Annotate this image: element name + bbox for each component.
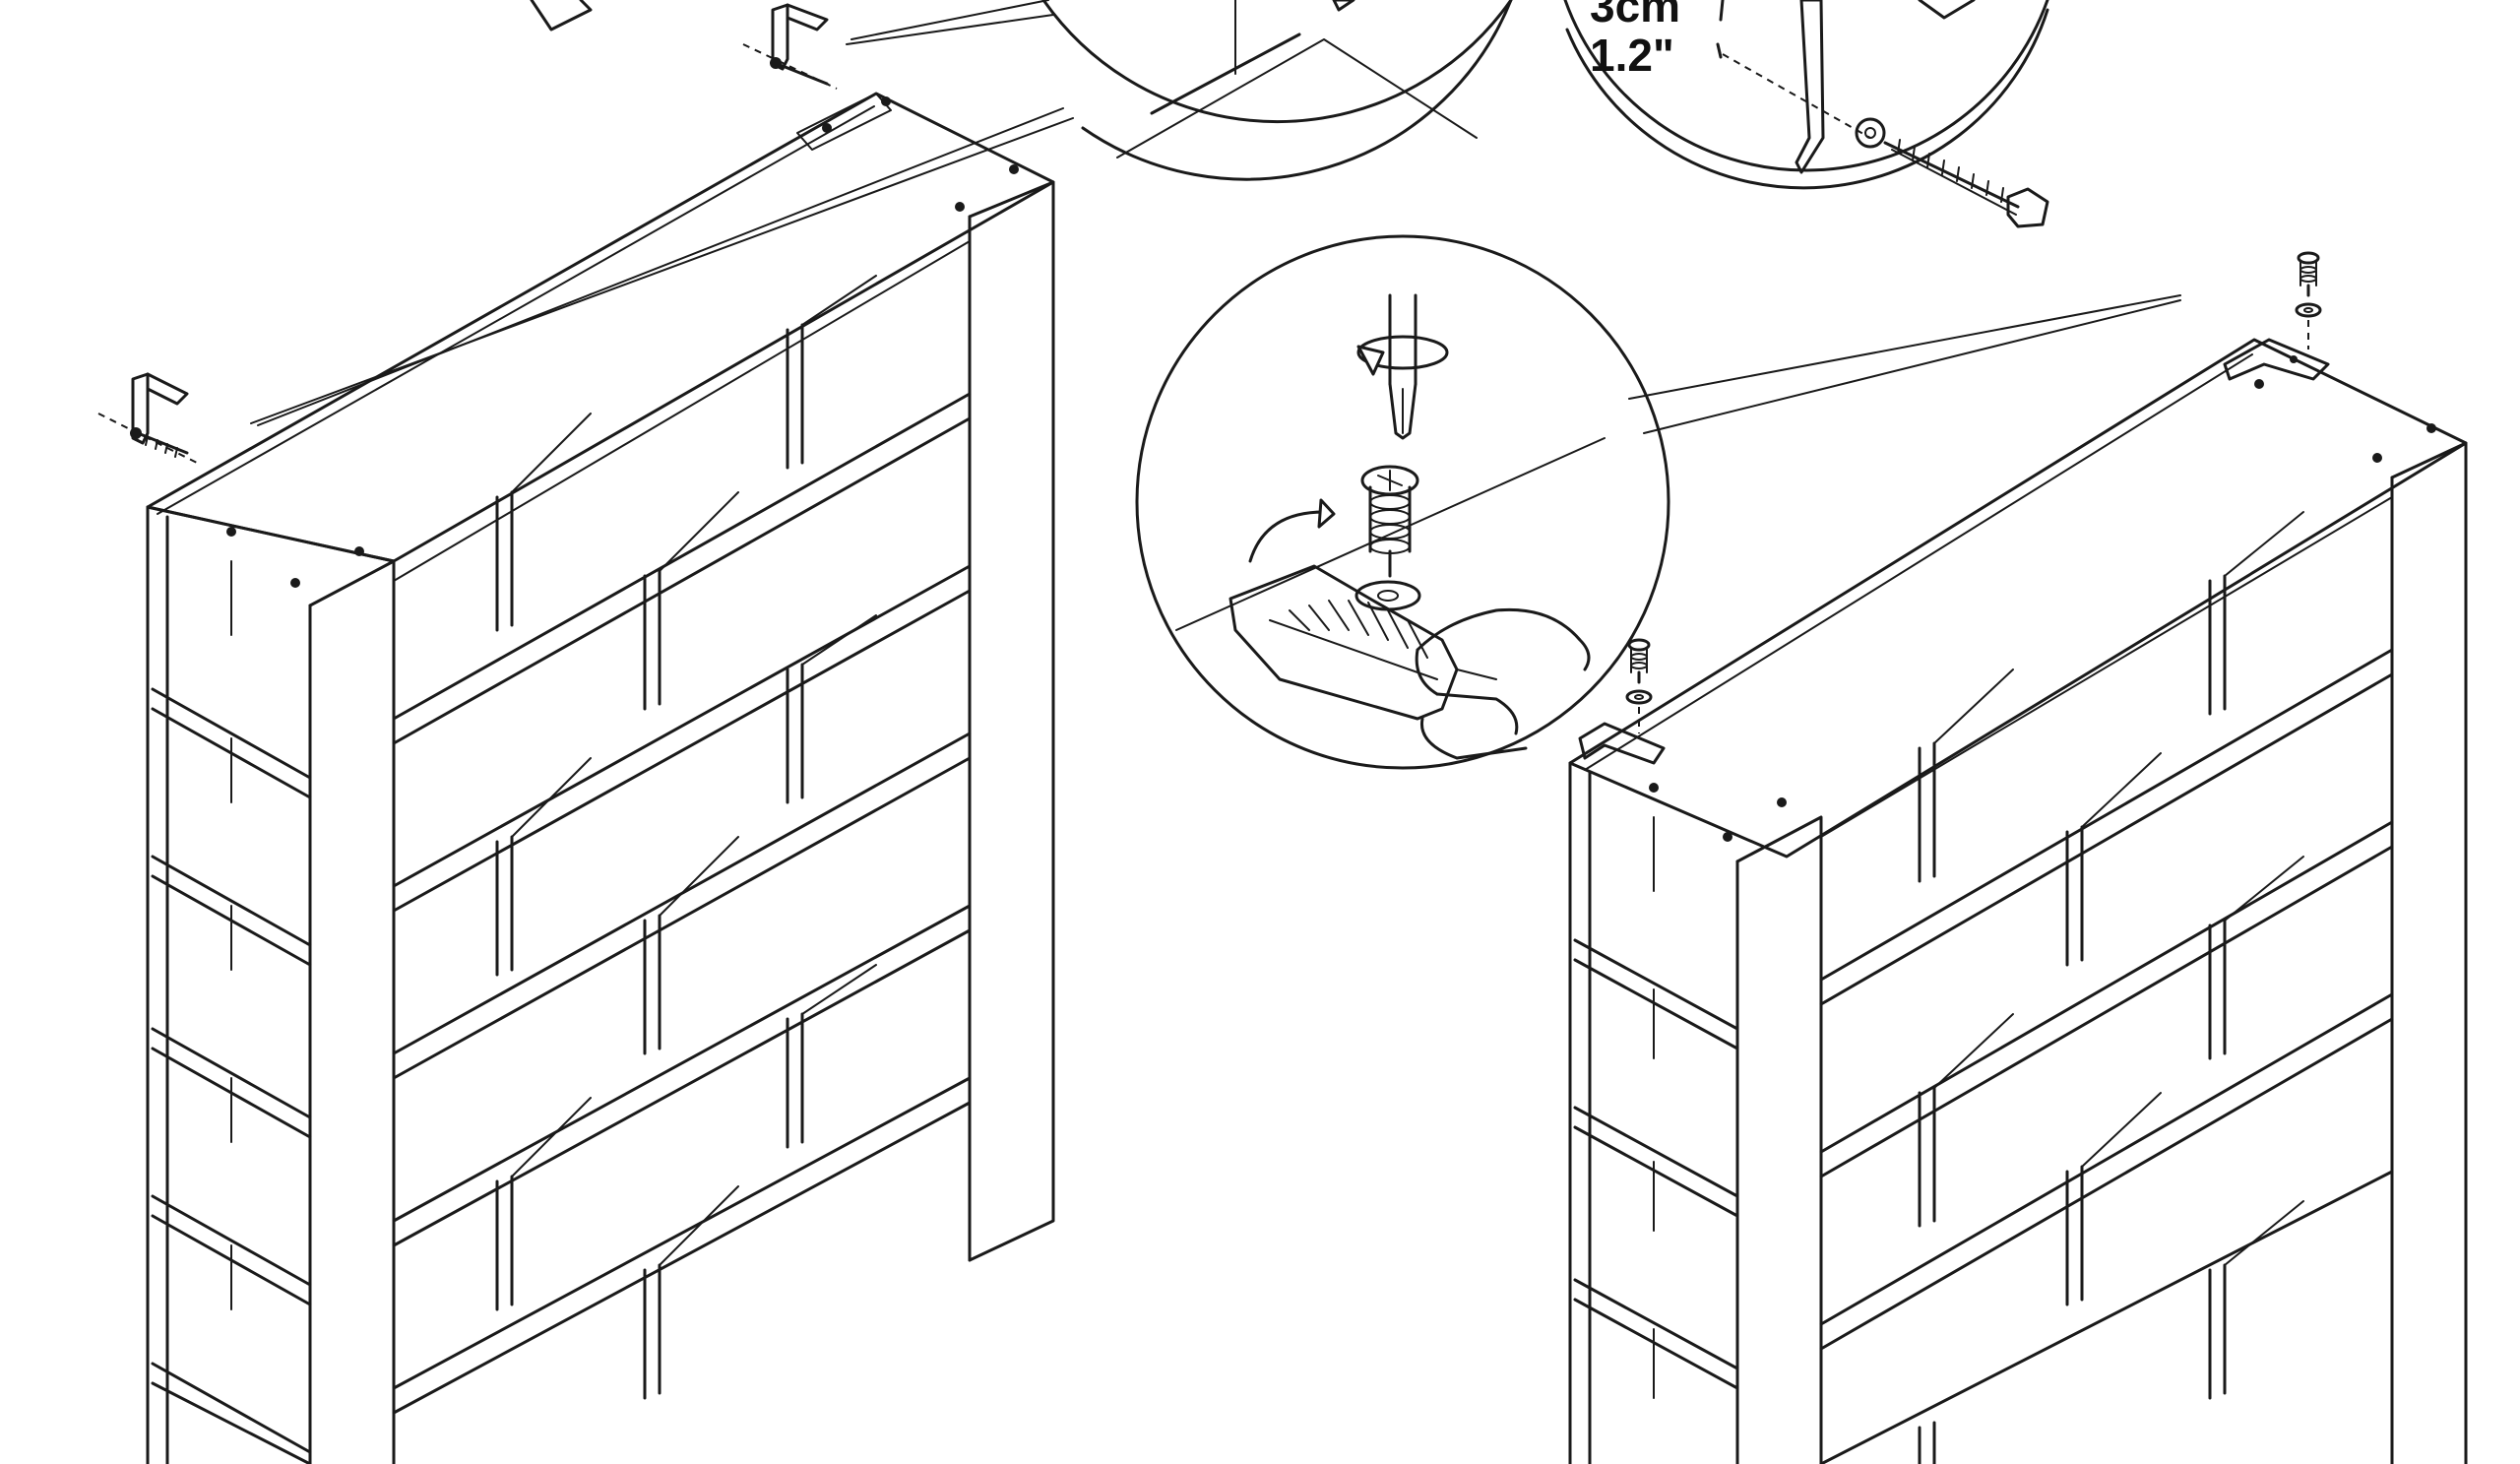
- screw-icon: [2297, 251, 2320, 297]
- measure-metric: 3cm: [1590, 0, 1680, 32]
- callout-circle-2: 3cm 1.2": [1563, 0, 2049, 228]
- strap-icon: [1228, 564, 1459, 721]
- right-bookcase: [1568, 338, 2468, 1464]
- washer-icon: [1625, 689, 1653, 733]
- left-dividers: [495, 275, 877, 1400]
- l-bracket-icon: [742, 3, 838, 90]
- right-dividers: [1918, 511, 2304, 1464]
- hand-icon: [1415, 607, 1591, 760]
- washer-icon: [2295, 302, 2322, 350]
- right-shelves: [1573, 648, 2394, 1464]
- cropped-part-top: [530, 0, 593, 32]
- rotate-arrow-icon: [1248, 498, 1336, 563]
- rotate-arrow-icon: [1356, 335, 1449, 376]
- strap-icon: [1578, 722, 1666, 765]
- screw-icon: [1627, 638, 1651, 684]
- measure-imperial: 1.2": [1590, 30, 1674, 81]
- left-bookcase: [146, 92, 1055, 1464]
- left-shelves: [151, 392, 972, 1464]
- screw-icon: [130, 427, 189, 458]
- leader-lines-left: [250, 0, 1074, 426]
- screwdriver-icon: [1388, 293, 1418, 440]
- screw-icon: [1360, 465, 1419, 578]
- strap-icon: [2223, 338, 2330, 381]
- callout-circle-3: [1135, 234, 2181, 770]
- callout-circle-1: [1041, 0, 1513, 181]
